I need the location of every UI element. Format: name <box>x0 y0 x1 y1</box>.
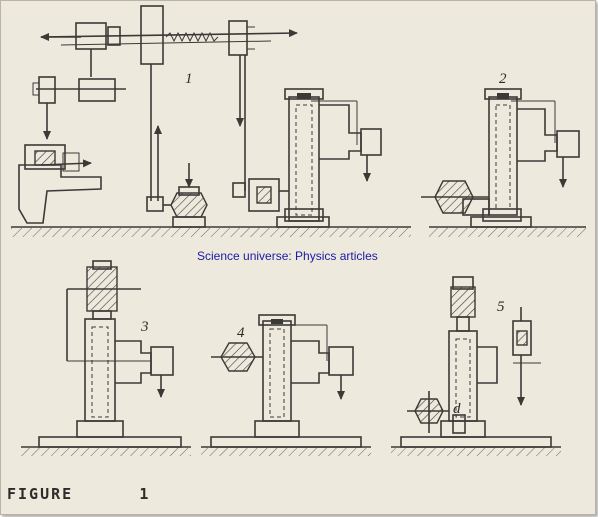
ground-top <box>11 226 586 237</box>
watermark-text: Science universe: Physics articles <box>197 249 378 263</box>
figure-caption: FIGURE 1 <box>7 485 151 503</box>
panel-label-1: 1 <box>185 71 193 87</box>
panel-label-5: 5 <box>497 299 505 315</box>
panel-2-machine: 2 <box>421 71 580 228</box>
detail-label-d: d <box>453 401 461 417</box>
panel-label-2: 2 <box>499 71 507 87</box>
ground-bottom <box>21 446 561 456</box>
panel-3-machine: 3 <box>38 260 182 448</box>
panel-4-machine: 4 <box>210 314 362 448</box>
panel-5-machine: 5 d <box>400 276 552 448</box>
panel-label-3: 3 <box>140 319 149 335</box>
panel-1-drive-shaft: 1 <box>18 5 382 228</box>
panel-label-4: 4 <box>237 325 245 341</box>
